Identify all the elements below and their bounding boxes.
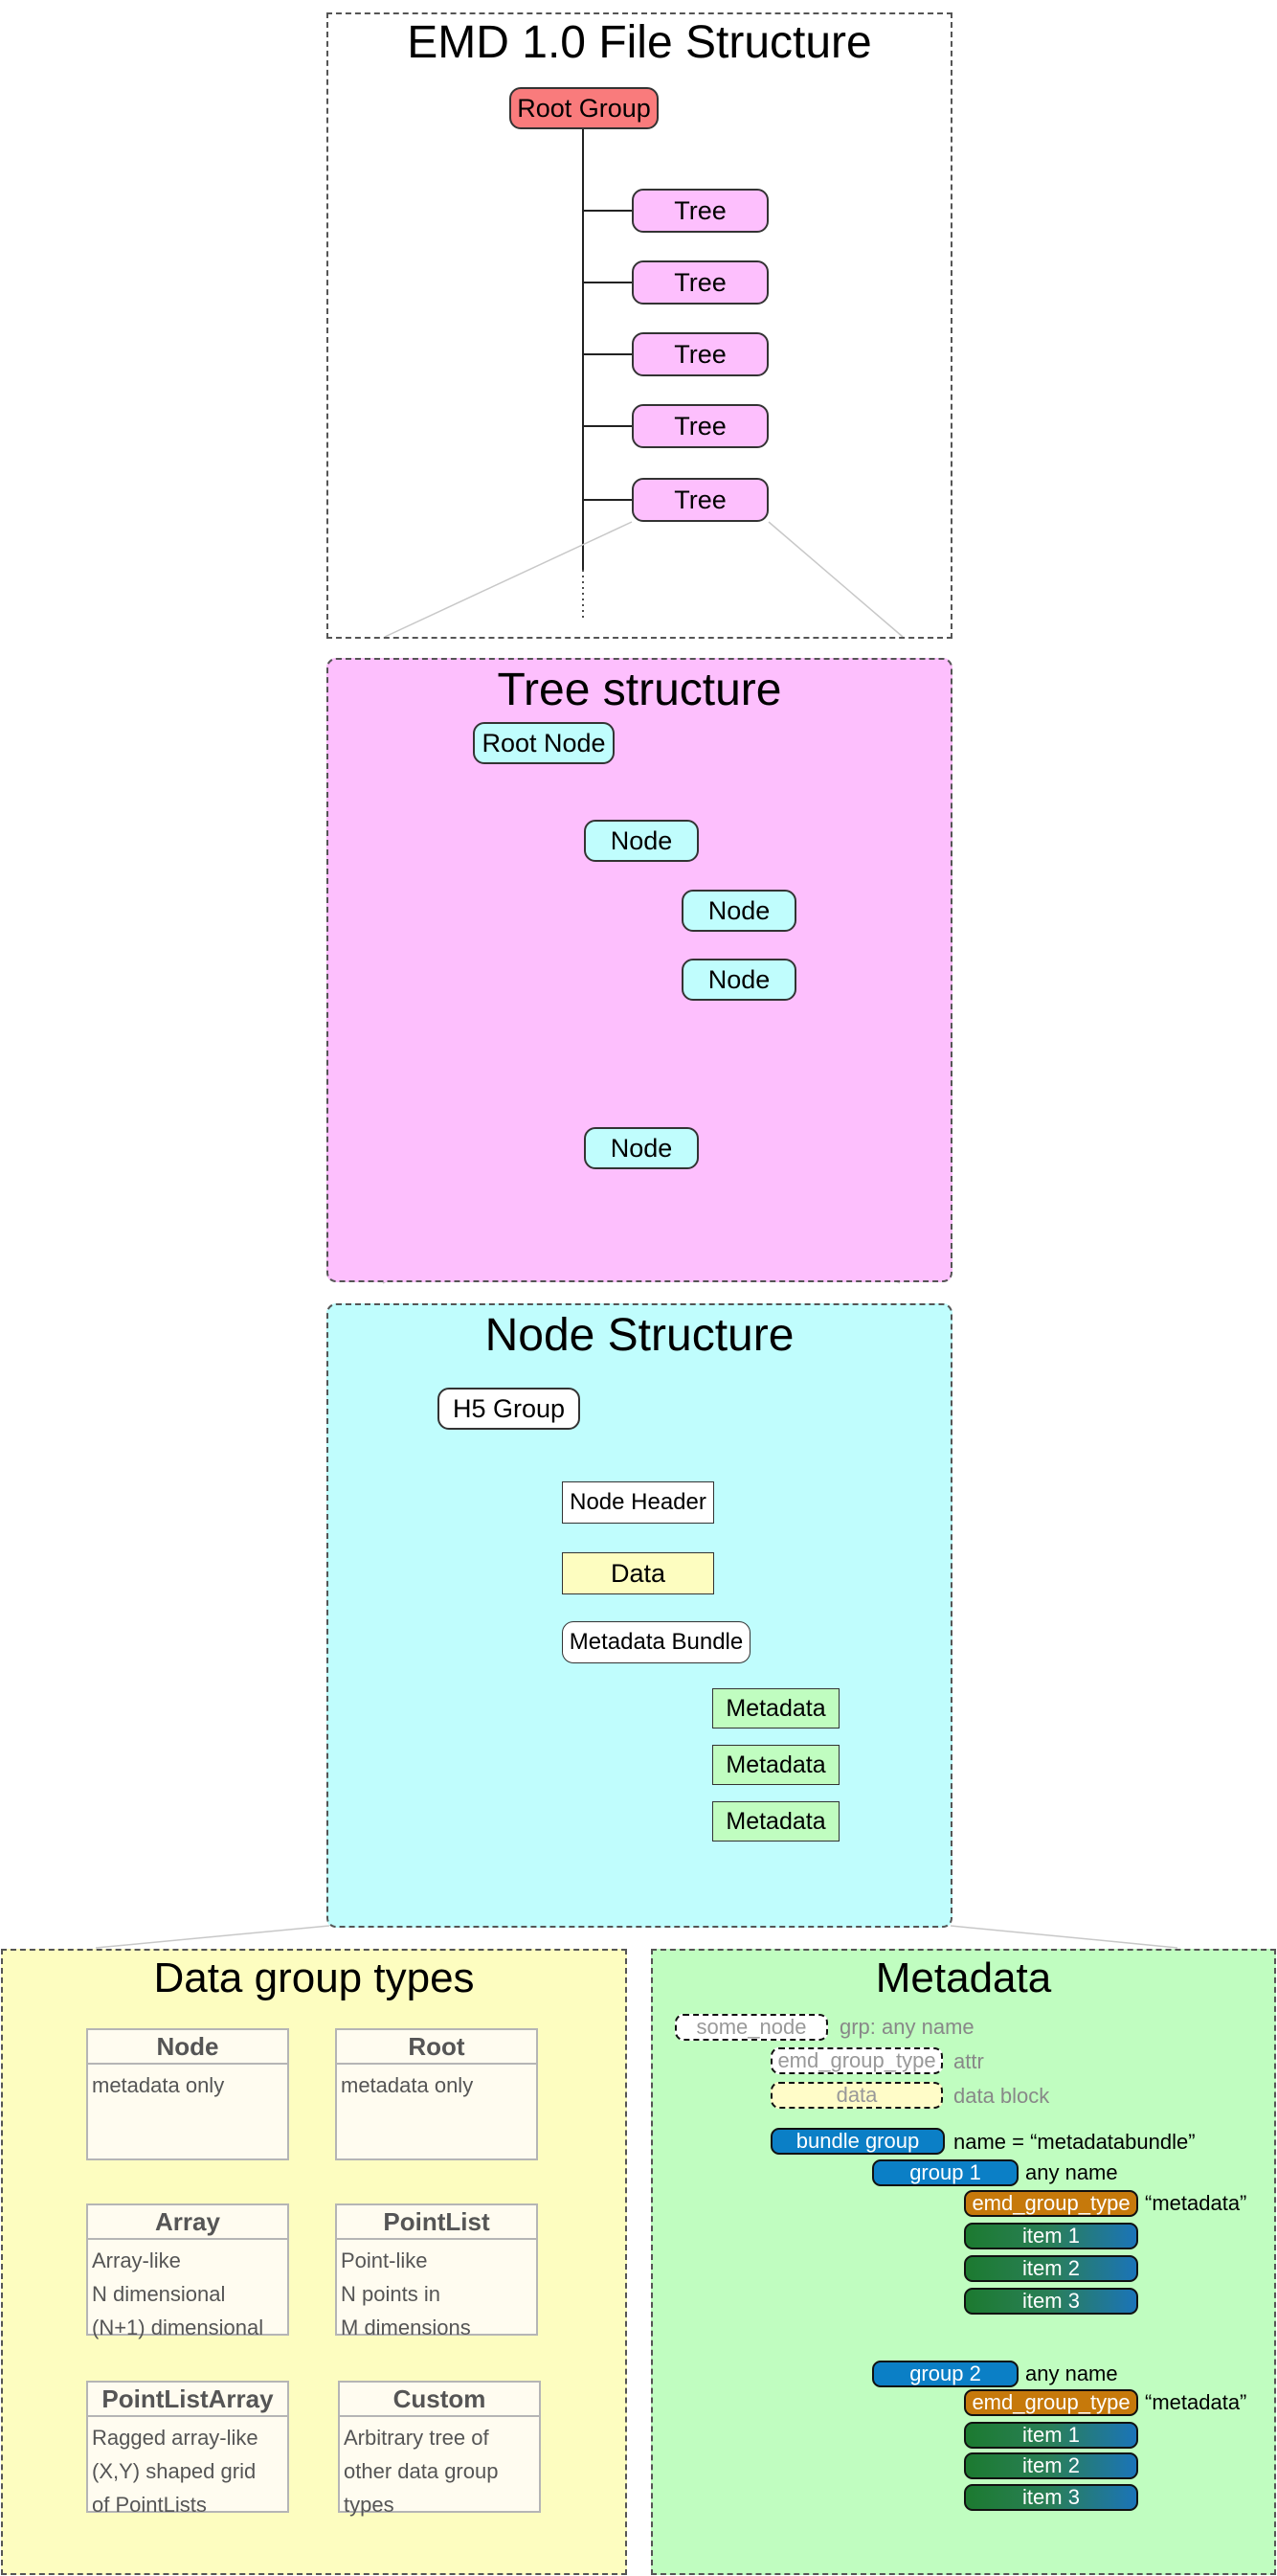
emd-group-type-attr-pill: emd_group_type <box>964 2389 1138 2416</box>
type-card-line: Point-like <box>341 2248 428 2272</box>
attr-value-note: “metadata” <box>1145 2390 1247 2414</box>
tree-structure-title: Tree structure <box>497 665 782 715</box>
metadata-bundle-box: Metadata Bundle <box>562 1621 751 1663</box>
metadata-box: Metadata <box>712 1688 840 1729</box>
type-card-root: Root metadata only <box>335 2028 538 2160</box>
attr-value-note: “metadata” <box>1145 2191 1247 2215</box>
type-card-title: Array <box>88 2205 287 2240</box>
metadata-panel: Metadata <box>651 1949 1276 2575</box>
node-box: Node <box>584 820 699 862</box>
type-card-node: Node metadata only <box>86 2028 289 2160</box>
tree-box: Tree <box>632 189 769 233</box>
item-pill: item 2 <box>964 2452 1138 2479</box>
type-card-custom: Custom Arbitrary tree of other data grou… <box>338 2381 541 2517</box>
bundle-group-note: name = “metadatabundle” <box>953 2130 1196 2154</box>
zoom-line <box>950 1925 1178 1949</box>
type-card-title: PointList <box>337 2205 536 2240</box>
type-card-array: Array Array-like N dimensional (N+1) dim… <box>86 2203 289 2339</box>
tree-box: Tree <box>632 478 769 522</box>
tree-box: Tree <box>632 332 769 376</box>
type-card-pointlistarray: PointListArray Ragged array-like (X,Y) s… <box>86 2381 289 2517</box>
node-structure-title: Node Structure <box>484 1310 795 1361</box>
data-pill: data <box>771 2082 943 2109</box>
type-card-title: Custom <box>340 2383 539 2417</box>
metadata-title: Metadata <box>875 1955 1052 2001</box>
emd-group-type-attr-pill: emd_group_type <box>964 2190 1138 2217</box>
zoom-line <box>95 1925 330 1949</box>
type-card-line: of PointLists <box>92 2493 207 2517</box>
node-structure-panel: Node Structure <box>326 1303 952 1928</box>
tree-box: Tree <box>632 260 769 305</box>
type-card-line: M dimensions <box>341 2316 471 2339</box>
emd-group-type-pill: emd_group_type <box>771 2047 943 2074</box>
type-card-line: Array-like <box>92 2248 181 2272</box>
zoom-line <box>768 521 904 638</box>
file-structure-title: EMD 1.0 File Structure <box>407 17 872 68</box>
type-card-pointlist: PointList Point-like N points in M dimen… <box>335 2203 538 2339</box>
type-card-line: metadata only <box>341 2073 474 2097</box>
item-pill: item 2 <box>964 2255 1138 2282</box>
type-card-line: metadata only <box>92 2073 225 2097</box>
type-card-line: other data group <box>344 2459 499 2483</box>
type-card-line: (X,Y) shaped grid <box>92 2459 257 2483</box>
h5-group-box: H5 Group <box>437 1388 580 1430</box>
type-card-line: N dimensional <box>92 2282 226 2306</box>
root-node-box: Root Node <box>473 722 615 764</box>
root-group-box: Root Group <box>509 87 659 129</box>
tree-box: Tree <box>632 404 769 448</box>
type-card-line: N points in <box>341 2282 440 2306</box>
type-card-line: Ragged array-like <box>92 2426 258 2450</box>
item-pill: item 1 <box>964 2422 1138 2449</box>
some-node-note: grp: any name <box>840 2015 975 2039</box>
group-pill: group 2 <box>872 2361 1019 2387</box>
attr-note: attr <box>953 2049 984 2073</box>
tree-structure-panel: Tree structure <box>326 658 952 1282</box>
metadata-box: Metadata <box>712 1801 840 1842</box>
group-note: any name <box>1025 2361 1118 2385</box>
data-block-note: data block <box>953 2084 1050 2108</box>
item-pill: item 3 <box>964 2484 1138 2511</box>
data-group-types-title: Data group types <box>153 1955 475 2001</box>
item-pill: item 3 <box>964 2288 1138 2315</box>
group-pill: group 1 <box>872 2159 1019 2186</box>
item-pill: item 1 <box>964 2223 1138 2249</box>
node-box: Node <box>584 1127 699 1169</box>
type-card-line: Arbitrary tree of <box>344 2426 489 2450</box>
data-box: Data <box>562 1552 714 1594</box>
node-header-box: Node Header <box>562 1481 714 1524</box>
type-card-title: Root <box>337 2030 536 2065</box>
metadata-box: Metadata <box>712 1745 840 1785</box>
node-box: Node <box>682 890 796 932</box>
group-note: any name <box>1025 2160 1118 2184</box>
bundle-group-pill: bundle group <box>771 2128 945 2155</box>
type-card-title: PointListArray <box>88 2383 287 2417</box>
node-box: Node <box>682 959 796 1001</box>
some-node-pill: some_node <box>675 2014 828 2041</box>
file-structure-panel: EMD 1.0 File Structure <box>326 12 952 639</box>
type-card-line: (N+1) dimensional <box>92 2316 264 2339</box>
type-card-line: types <box>344 2493 394 2517</box>
zoom-line <box>384 521 633 638</box>
type-card-title: Node <box>88 2030 287 2065</box>
